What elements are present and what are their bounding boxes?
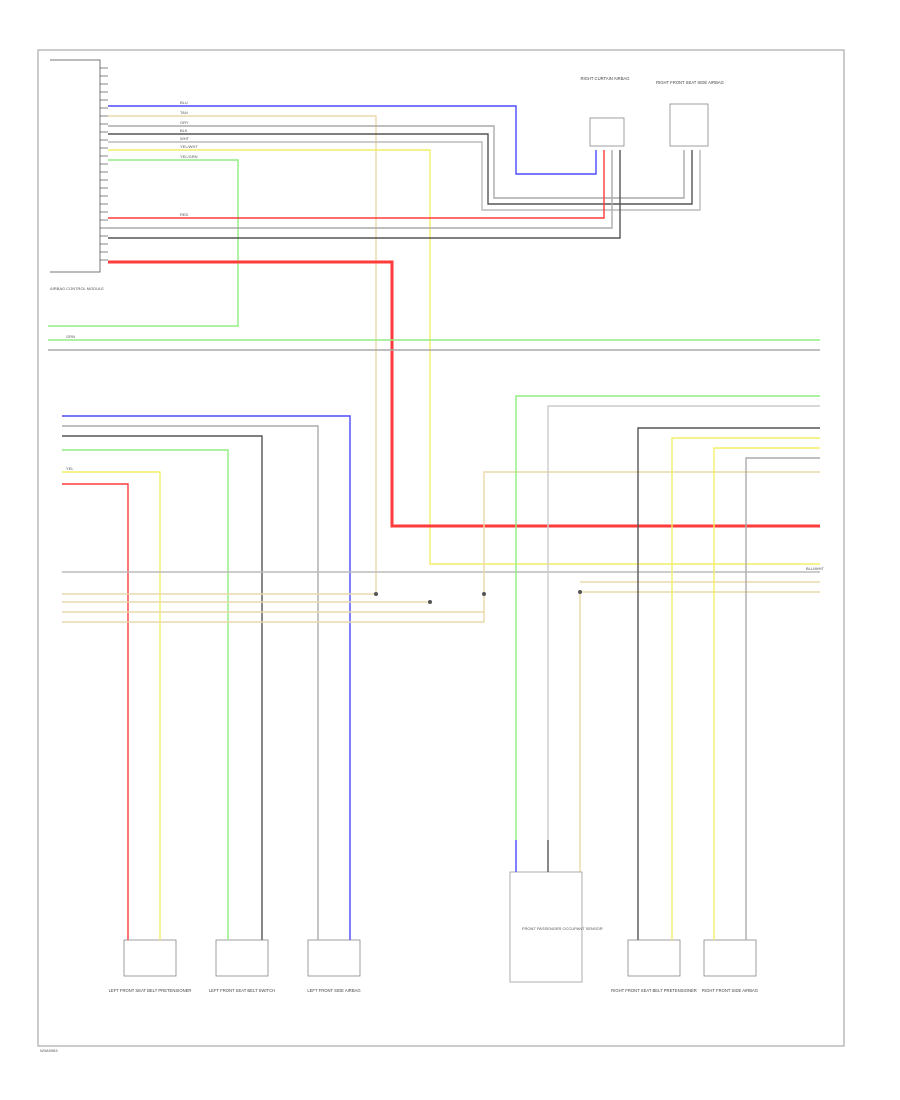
right-side-airbag: RIGHT FRONT SIDE AIRBAG: [702, 900, 758, 993]
wire-wht-right: [547, 405, 820, 840]
label-tan: TAN: [180, 110, 188, 115]
left-side-airbag-label: LEFT FRONT SIDE AIRBAG: [307, 988, 360, 993]
left-belt-switch-label: LEFT FRONT SEAT BELT SWITCH: [209, 988, 275, 993]
wire-gry-1: [108, 125, 685, 199]
bus-blk-left: [62, 435, 263, 900]
upper-wires: [48, 105, 820, 592]
bus-tan-4: [62, 471, 820, 623]
control-module: AIRBAG CONTROL MODULE: [50, 59, 108, 291]
wire-color-labels: BLU TAN GRY BLK WHT YEL/WHT YEL/GRN RED …: [66, 100, 825, 571]
label-blu-wht: BLU/WHT: [806, 566, 825, 571]
footer-code: W3A9983: [40, 1048, 58, 1053]
occupant-sensor: FRONT PASSENGER OCCUPANT SENSOR: [509, 840, 603, 983]
left-pretensioner-label: LEFT FRONT SEAT BELT PRETENSIONER: [109, 988, 192, 993]
wire-gry-right: [745, 457, 820, 900]
control-module-label: AIRBAG CONTROL MODULE: [50, 286, 104, 291]
wire-gry-2: [108, 150, 613, 229]
right-curtain-airbag-label: RIGHT CURTAIN AIRBAG: [580, 76, 629, 81]
right-side-airbag-label: RIGHT FRONT SIDE AIRBAG: [702, 988, 758, 993]
label-blk: BLK: [180, 128, 188, 133]
label-blu: BLU: [180, 100, 188, 105]
label-yel-grn: YEL/GRN: [180, 154, 198, 159]
bus-red-left: [62, 483, 129, 900]
bus-grn-left: [62, 449, 229, 900]
bus-yel-left: [62, 471, 161, 900]
wire-yel-grn: [48, 159, 239, 327]
label-grn: GRN: [66, 334, 75, 339]
wire-wht-1: [108, 141, 701, 211]
left-belt-switch: LEFT FRONT SEAT BELT SWITCH: [209, 900, 275, 993]
label-wht: WHT: [180, 136, 190, 141]
right-pretensioner: RIGHT FRONT SEAT BELT PRETENSIONER: [611, 900, 697, 993]
wire-grn-right: [515, 395, 820, 840]
splices: [374, 590, 582, 604]
wire-blk-2: [108, 150, 621, 239]
bus-blu: [62, 415, 351, 900]
right-front-seat-side-airbag-label: RIGHT FRONT SEAT SIDE AIRBAG: [656, 80, 724, 85]
wire-red-2: [108, 150, 605, 219]
right-curtain-airbag: RIGHT CURTAIN AIRBAG: [580, 76, 630, 147]
label-red: RED: [180, 212, 189, 217]
bus-gry-left: [62, 425, 319, 900]
wire-yel-right-1: [671, 437, 820, 900]
right-front-seat-side-airbag: RIGHT FRONT SEAT SIDE AIRBAG: [656, 80, 724, 147]
label-yel: YEL: [66, 466, 74, 471]
label-gry: GRY: [180, 120, 189, 125]
wire-blk-1: [108, 133, 693, 205]
bus-wires: [48, 339, 820, 900]
right-pretensioner-label: RIGHT FRONT SEAT BELT PRETENSIONER: [611, 988, 697, 993]
wire-yel-right-2: [713, 447, 820, 900]
occupant-sensor-label: FRONT PASSENGER OCCUPANT SENSOR: [522, 926, 603, 931]
wire-blk-right: [637, 427, 820, 900]
wire-yel-wht: [108, 149, 820, 565]
wire-blu-top: [108, 105, 597, 175]
left-side-airbag: LEFT FRONT SIDE AIRBAG: [307, 900, 361, 993]
left-pretensioner: LEFT FRONT SEAT BELT PRETENSIONER: [109, 900, 192, 993]
wire-red-main: [108, 260, 820, 528]
diagram-frame: [37, 49, 845, 1047]
label-yel-wht: YEL/WHT: [180, 144, 198, 149]
wire-tan-top: [108, 115, 377, 592]
